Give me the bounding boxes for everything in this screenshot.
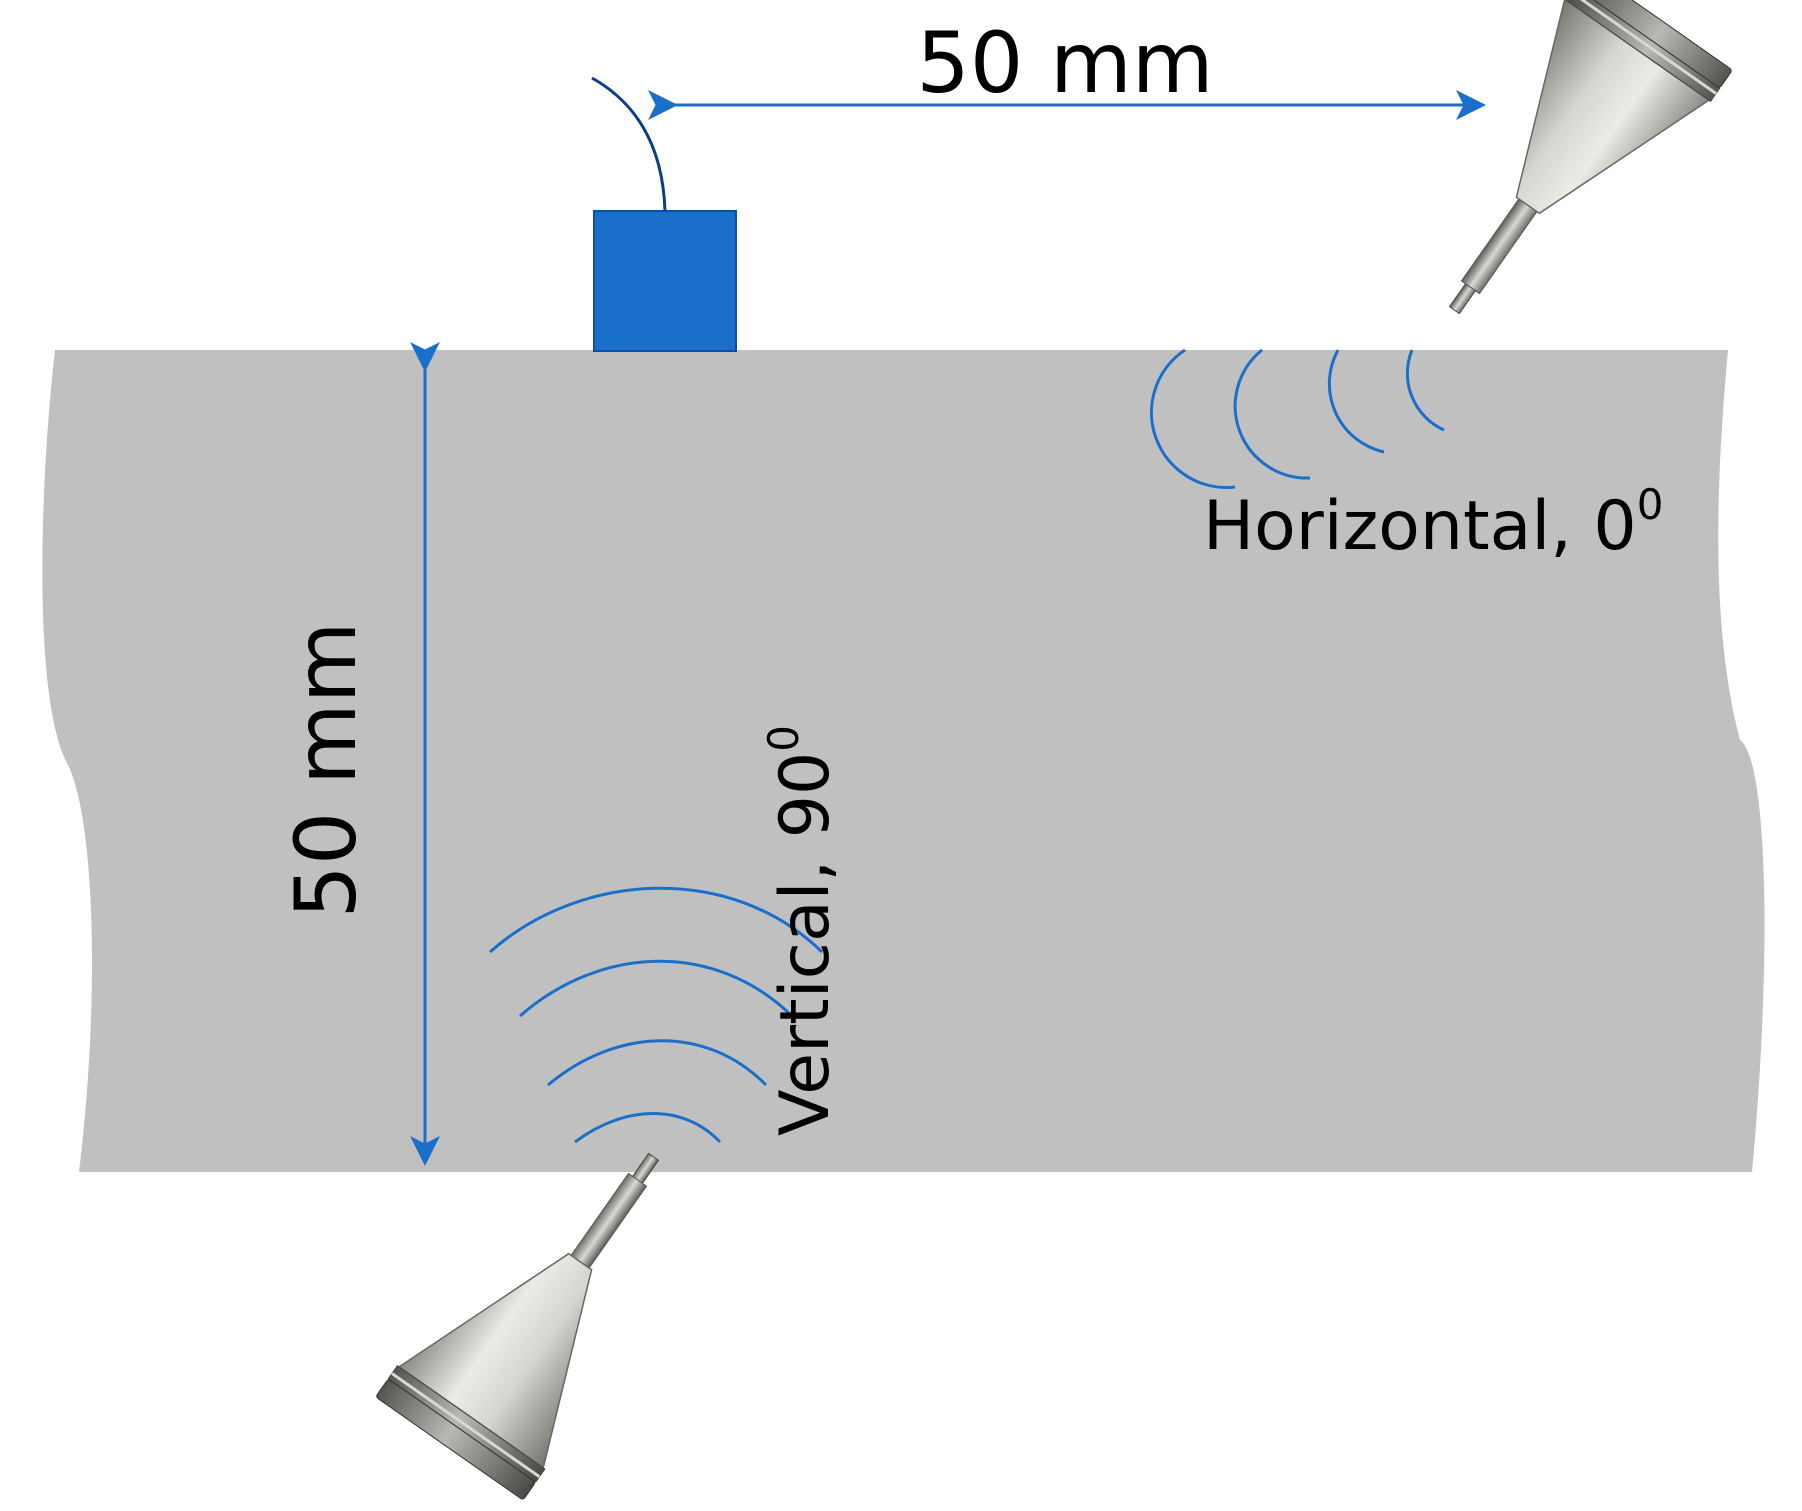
vertical-angle-text: Vertical, 90: [766, 752, 845, 1136]
vertical-dimension-label: 50 mm: [277, 621, 375, 918]
cone-probe-top-right: [1379, 0, 1734, 363]
sensor-cable: [591, 76, 667, 212]
horizontal-angle-superscript: 0: [1637, 480, 1664, 529]
horizontal-angle-label: Horizontal, 00: [1203, 480, 1663, 566]
vertical-angle-superscript: 0: [759, 725, 808, 752]
horizontal-wave-arcs: [1150, 348, 1445, 489]
fixed-sensor-block: [593, 210, 737, 352]
specimen-block: [42, 350, 1765, 1172]
horizontal-dimension-label: 50 mm: [916, 14, 1213, 112]
horizontal-angle-text: Horizontal, 0: [1203, 487, 1637, 566]
vertical-angle-label: Vertical, 900: [759, 725, 845, 1136]
vertical-wave-arcs: [489, 886, 824, 1144]
